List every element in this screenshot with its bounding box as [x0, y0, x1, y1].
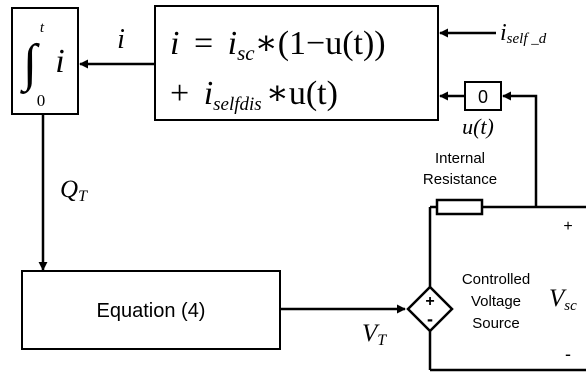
- charge-signal-label: QT: [60, 176, 88, 205]
- source-minus-sign: -: [427, 309, 433, 329]
- integral-sign: ∫: [20, 35, 40, 94]
- controlled-source-label-2: Voltage: [471, 293, 521, 310]
- controlled-source-label-3: Source: [472, 315, 520, 332]
- equation-line-2: + iselfdis∗u(t): [170, 75, 338, 115]
- sc-voltage-label: Vsc: [549, 285, 577, 314]
- feedback-line: [502, 91, 538, 207]
- control-input-label: u(t): [462, 114, 494, 139]
- integrator-integrand: i: [55, 43, 64, 80]
- source-plus-sign: +: [425, 293, 434, 310]
- constant-zero-value: 0: [478, 87, 488, 107]
- internal-resistance-label-1: Internal: [435, 150, 485, 167]
- negative-terminal-label: -: [565, 344, 571, 364]
- internal-resistor: [435, 198, 484, 216]
- controlled-voltage-source-icon: [406, 285, 454, 333]
- equation-line-1: i = isc∗(1−u(t)): [170, 25, 386, 65]
- integrator-lower-limit: 0: [37, 91, 46, 110]
- equation-4-label: Equation (4): [97, 300, 206, 322]
- positive-terminal-label: +: [563, 218, 572, 235]
- controlled-source-label-1: Controlled: [462, 271, 530, 288]
- self-discharge-input-label: iself _d: [500, 20, 547, 47]
- integrator-block: [11, 7, 79, 115]
- terminal-voltage-label: VT: [362, 320, 387, 349]
- integrator-upper-limit: t: [40, 20, 45, 36]
- current-signal-label: i: [117, 24, 125, 55]
- internal-resistance-label-2: Resistance: [423, 171, 497, 188]
